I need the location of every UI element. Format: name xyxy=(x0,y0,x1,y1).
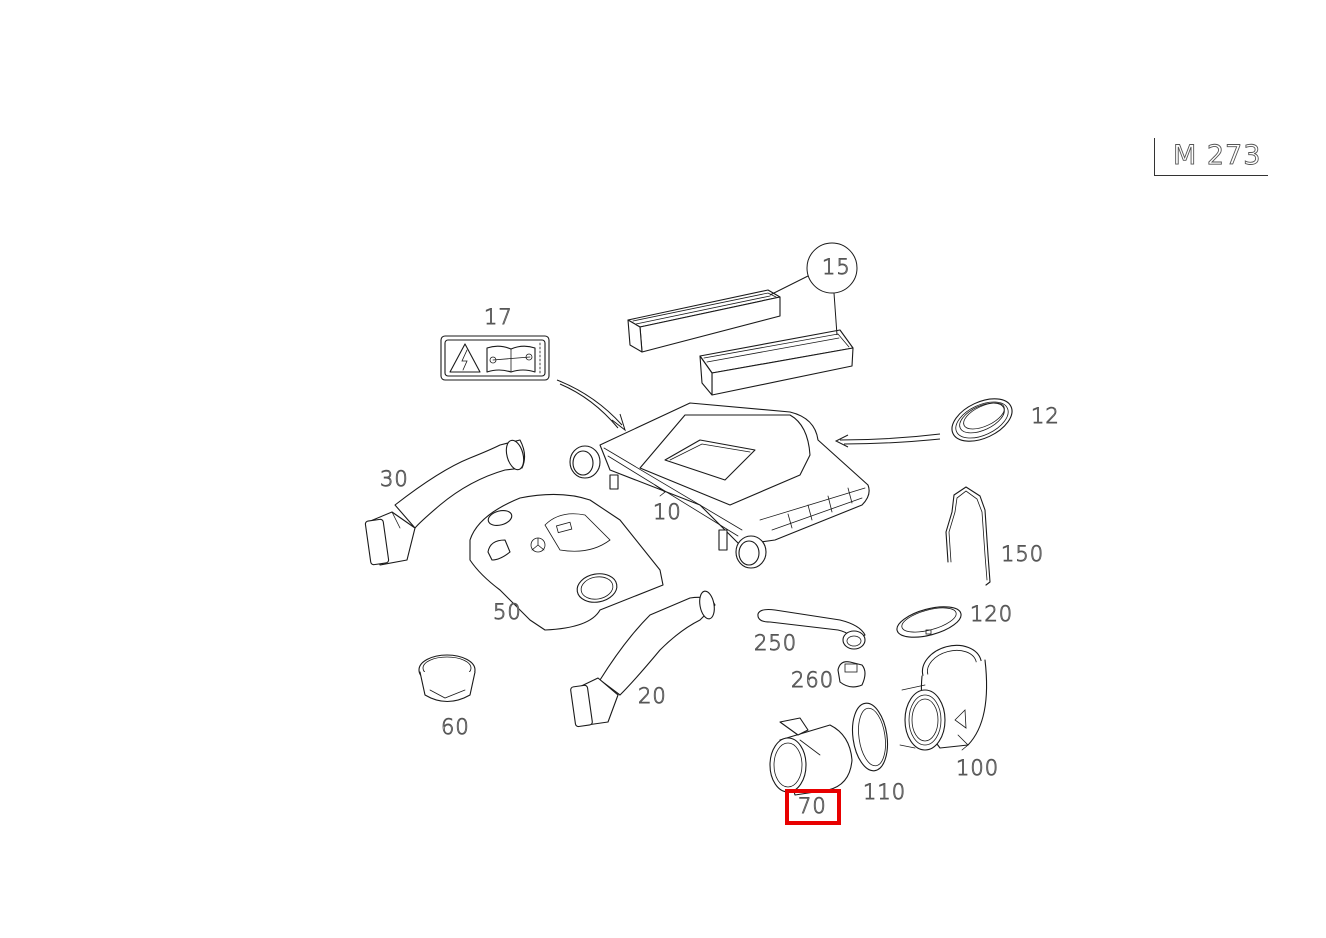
callout-15[interactable]: 15 xyxy=(822,255,851,279)
callout-60[interactable]: 60 xyxy=(441,715,470,739)
hose-clip-icon[interactable] xyxy=(837,661,866,688)
intake-duct-right-icon[interactable] xyxy=(570,590,716,728)
engine-code-box: M 273 xyxy=(1154,138,1268,176)
warning-label-icon[interactable] xyxy=(440,335,550,381)
callout-12[interactable]: 12 xyxy=(1031,404,1060,428)
callout-110[interactable]: 110 xyxy=(863,780,907,804)
callout-20[interactable]: 20 xyxy=(638,684,667,708)
air-mass-sensor-icon[interactable] xyxy=(769,717,853,796)
air-filter-element-icon[interactable] xyxy=(699,329,854,396)
callout-17[interactable]: 17 xyxy=(484,305,513,329)
callout-150[interactable]: 150 xyxy=(1001,542,1045,566)
air-filter-housing-icon[interactable] xyxy=(569,402,870,569)
callout-250[interactable]: 250 xyxy=(754,631,798,655)
callout-100[interactable]: 100 xyxy=(956,756,1000,780)
clamp-ring-icon[interactable] xyxy=(894,601,964,643)
callout-30[interactable]: 30 xyxy=(380,467,409,491)
intake-connector-icon[interactable] xyxy=(899,639,988,751)
callout-50[interactable]: 50 xyxy=(493,600,522,624)
callout-10[interactable]: 10 xyxy=(653,500,682,524)
vent-hose-icon[interactable] xyxy=(757,608,866,650)
callout-70[interactable]: 70 xyxy=(798,794,827,818)
intake-duct-left-icon[interactable] xyxy=(364,438,527,566)
retaining-clip-icon[interactable] xyxy=(945,486,991,586)
callout-260[interactable]: 260 xyxy=(791,668,835,692)
callout-120[interactable]: 120 xyxy=(970,602,1014,626)
seal-ring-large-icon[interactable] xyxy=(848,701,891,773)
highlighted-part-box[interactable]: 70 xyxy=(785,789,841,825)
oil-filler-cap-icon[interactable] xyxy=(418,654,476,703)
callout-circle xyxy=(806,242,858,294)
seal-ring-icon[interactable] xyxy=(945,390,1018,450)
engine-cover-icon[interactable] xyxy=(469,493,664,631)
engine-code-title: M 273 xyxy=(1173,140,1262,171)
air-filter-element-icon[interactable] xyxy=(627,289,781,353)
